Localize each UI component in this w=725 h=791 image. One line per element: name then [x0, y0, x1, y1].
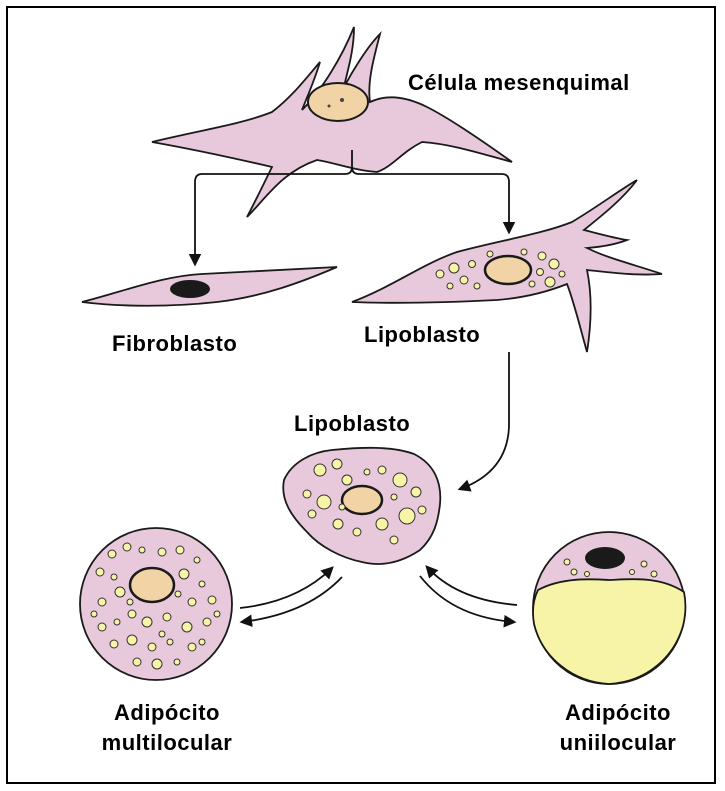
adipocyte-unilocular-nucleus: [585, 547, 625, 569]
label-mesenchymal-cell: Célula mesenquimal: [408, 70, 630, 96]
label-adipocyte-multilocular-line1: Adipócito: [82, 698, 252, 728]
adipocyte-multilocular-cell: [80, 528, 232, 680]
label-lipoblast-mid: Lipoblasto: [294, 411, 410, 437]
lipoblast-rounded-cell: [283, 448, 440, 564]
arrow-lipoblast-to-rounded: [460, 352, 509, 489]
diagram-frame: Célula mesenquimal Fibroblasto Lipoblast…: [6, 6, 716, 784]
label-lipoblast-top: Lipoblasto: [364, 322, 480, 348]
branch-connector: [195, 150, 509, 264]
lipoblast-elongated-nucleus: [485, 256, 531, 284]
label-adipocyte-unilocular-line1: Adipócito: [538, 698, 698, 728]
mesenchymal-cell: [152, 27, 512, 217]
label-adipocyte-unilocular: Adipócito uniilocular: [538, 698, 698, 757]
fibroblast-cell: [82, 267, 337, 306]
lipoblast-rounded-nucleus: [342, 486, 382, 514]
label-adipocyte-unilocular-line2: uniilocular: [538, 728, 698, 758]
reversible-arrows-left: [240, 568, 342, 622]
mesenchymal-nucleus: [308, 83, 368, 121]
mesenchymal-cytoplasm: [152, 27, 512, 217]
reversible-arrows-right: [420, 567, 517, 622]
label-adipocyte-multilocular-line2: multilocular: [82, 728, 252, 758]
adipocyte-unilocular-lipid-droplet: [533, 579, 685, 684]
label-adipocyte-multilocular: Adipócito multilocular: [82, 698, 252, 757]
fibroblast-nucleus: [170, 280, 210, 298]
label-fibroblast: Fibroblasto: [112, 331, 237, 357]
diagram-canvas: [8, 8, 716, 784]
adipocyte-multilocular-nucleus: [130, 568, 174, 602]
adipocyte-unilocular-cell: [533, 532, 685, 684]
fibroblast-cytoplasm: [82, 267, 337, 306]
